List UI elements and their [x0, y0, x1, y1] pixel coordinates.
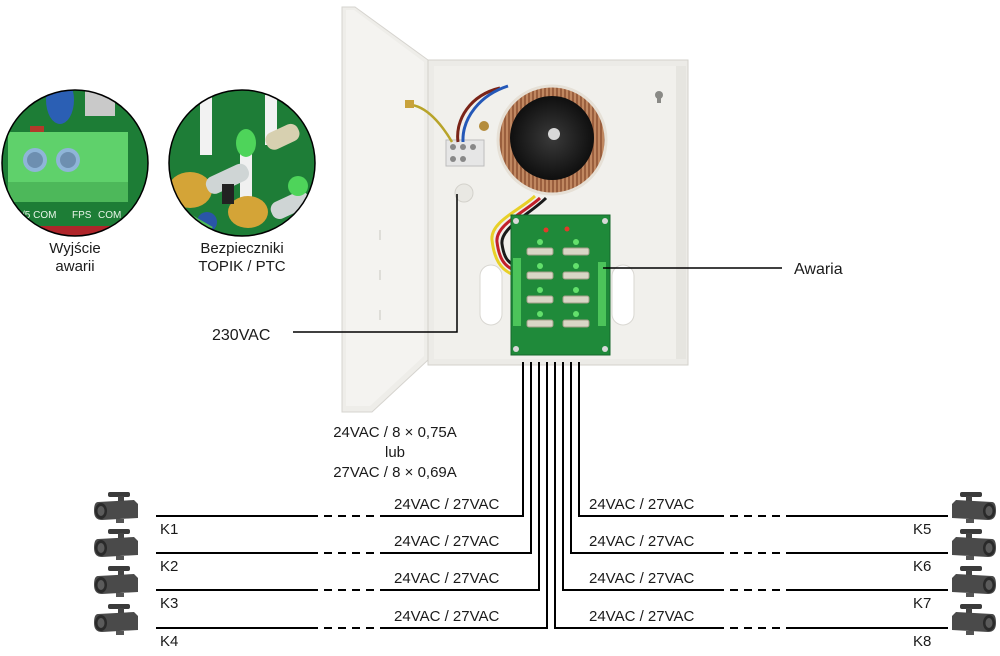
- fuse: [562, 295, 590, 304]
- fuses-caption-line2: TOPIK / PTC: [198, 258, 286, 275]
- wire-k3: [388, 362, 540, 591]
- channel-label-k3: K3: [160, 595, 179, 612]
- output-spec-line2: lub: [384, 444, 406, 461]
- camera-icon: [952, 529, 996, 560]
- led-green: [573, 239, 579, 245]
- camera-icon: [952, 492, 996, 523]
- led-green: [537, 311, 543, 317]
- output-spec-line3: 27VAC / 8 × 0,69A: [333, 464, 457, 481]
- camera-icon: [94, 492, 138, 523]
- channel-label-k6: K6: [913, 558, 932, 575]
- camera-icon: [952, 566, 996, 597]
- mains-label: 230VAC: [212, 327, 271, 344]
- wire-k6: [570, 362, 716, 554]
- fault-output-caption: Wyjście awarii: [25, 240, 125, 276]
- fault-output-caption-line1: Wyjście: [49, 240, 101, 257]
- fault-label: Awaria: [794, 261, 843, 278]
- channel-label-k8: K8: [913, 633, 932, 650]
- camera-icon: [952, 604, 996, 635]
- channel-label-k2: K2: [160, 558, 179, 575]
- wire-k1: [388, 362, 524, 517]
- led-green: [537, 287, 543, 293]
- wire-k4: [388, 362, 548, 629]
- pcb-fuses: [526, 239, 590, 328]
- camera-icon: [94, 566, 138, 597]
- fault-output-caption-line2: awarii: [55, 258, 95, 275]
- fuse: [562, 271, 590, 280]
- output-spec: 24VAC / 8 × 0,75A lub 27VAC / 8 × 0,69A: [305, 423, 485, 483]
- mains-callout-line: [293, 194, 458, 333]
- voltage-label-k8: 24VAC / 27VAC: [589, 608, 695, 625]
- fuse: [526, 247, 554, 256]
- voltage-label-k2: 24VAC / 27VAC: [394, 533, 500, 550]
- fault-output-inset: /5 COM FPS COM: [1, 89, 149, 237]
- pcb-label-1: /5 COM: [22, 210, 56, 221]
- output-spec-line1: 24VAC / 8 × 0,75A: [333, 424, 457, 441]
- pcb-label-3: COM: [98, 210, 121, 221]
- fuse: [526, 271, 554, 280]
- voltage-label-k7: 24VAC / 27VAC: [589, 570, 695, 587]
- fuses-inset: [168, 89, 316, 237]
- fuse: [526, 319, 554, 328]
- led-green: [573, 311, 579, 317]
- channel-label-k5: K5: [913, 521, 932, 538]
- fuses-caption: Bezpieczniki TOPIK / PTC: [182, 240, 302, 276]
- voltage-label-k3: 24VAC / 27VAC: [394, 570, 500, 587]
- voltage-label-k4: 24VAC / 27VAC: [394, 608, 500, 625]
- led-green: [537, 263, 543, 269]
- led-green: [573, 287, 579, 293]
- wire-k5: [578, 362, 716, 517]
- psu-enclosure: [341, 6, 689, 413]
- cameras: [94, 492, 996, 635]
- led-green: [537, 239, 543, 245]
- wire-k7: [562, 362, 716, 591]
- voltage-label-k1: 24VAC / 27VAC: [394, 496, 500, 513]
- pcb-label-2: FPS: [72, 210, 92, 221]
- voltage-label-k6: 24VAC / 27VAC: [589, 533, 695, 550]
- voltage-label-k5: 24VAC / 27VAC: [589, 496, 695, 513]
- output-wires: [156, 362, 948, 629]
- camera-icon: [94, 529, 138, 560]
- channel-label-k1: K1: [160, 521, 179, 538]
- fuse: [562, 247, 590, 256]
- fuses-caption-line1: Bezpieczniki: [200, 240, 284, 257]
- wire-k8: [554, 362, 716, 629]
- camera-icon: [94, 604, 138, 635]
- fuse: [526, 295, 554, 304]
- fuse: [562, 319, 590, 328]
- channel-label-k4: K4: [160, 633, 179, 650]
- wire-k2: [388, 362, 532, 554]
- led-green: [573, 263, 579, 269]
- channel-label-k7: K7: [913, 595, 932, 612]
